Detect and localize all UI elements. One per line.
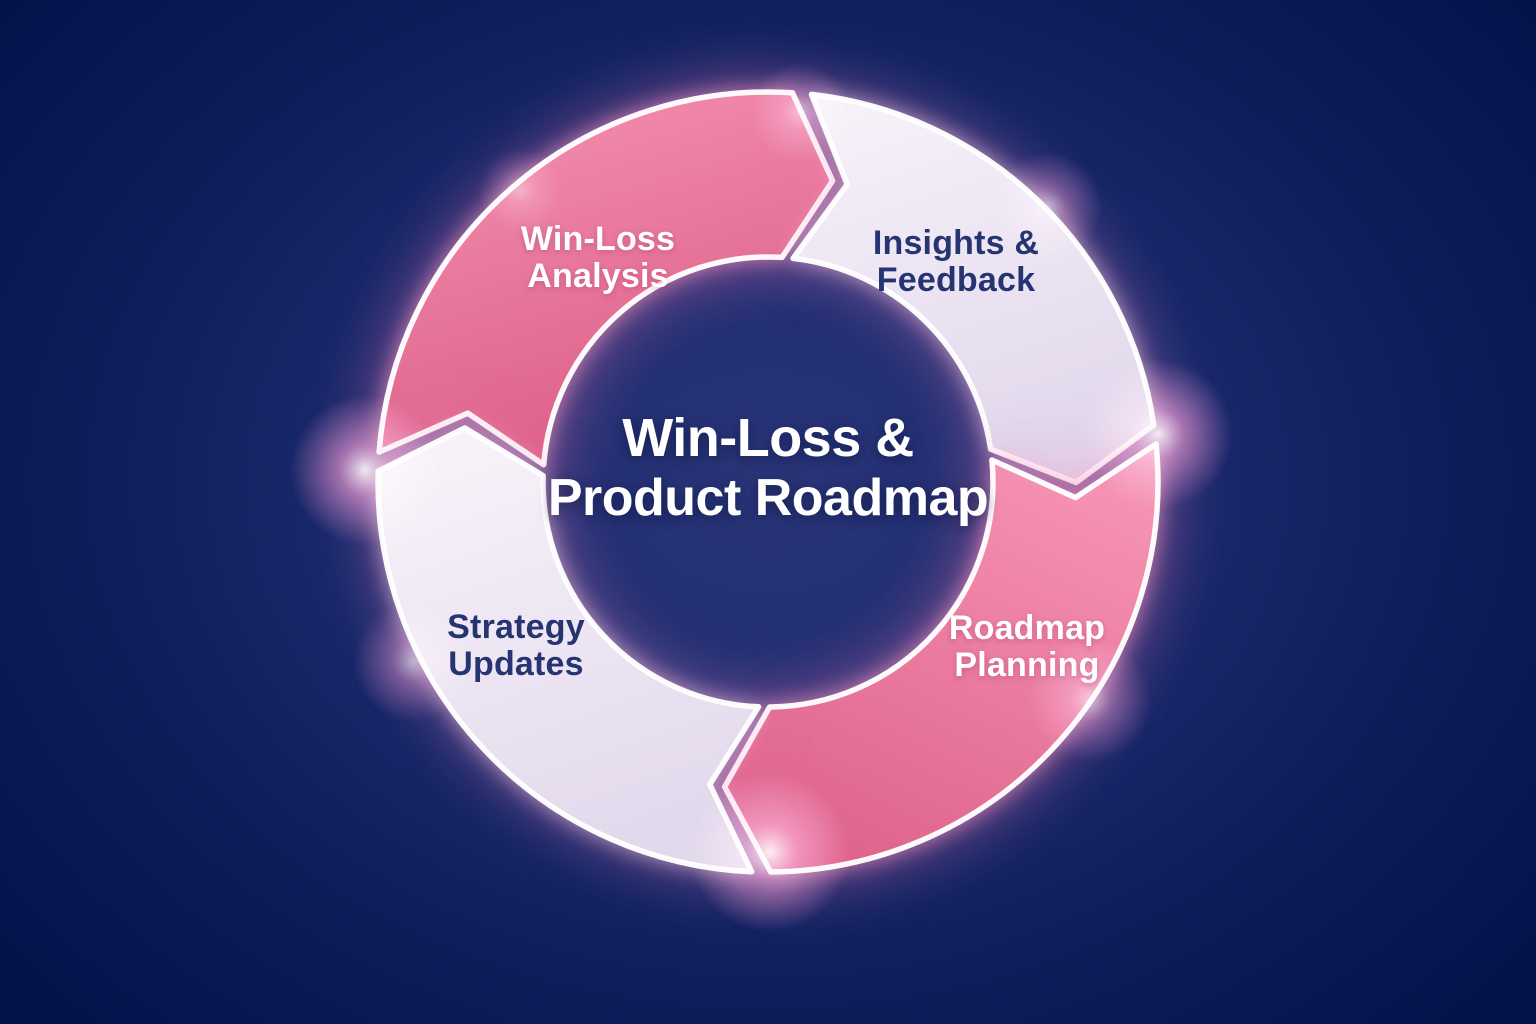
label-line: Updates (448, 645, 584, 683)
label-line: Roadmap (948, 609, 1106, 647)
segment-label-win-loss-analysis: Win-Loss Analysis (521, 221, 675, 295)
segment-label-roadmap-planning: Roadmap Planning (949, 610, 1105, 684)
label-line: Analysis (527, 257, 669, 295)
label-line: Insights & (872, 224, 1040, 262)
glow-spot (1083, 359, 1233, 509)
glow-spot (353, 602, 473, 722)
label-line: Feedback (876, 261, 1036, 299)
glow-spot (478, 148, 562, 232)
glow-spot (992, 152, 1102, 262)
segment-label-insights-feedback: Insights & Feedback (873, 225, 1039, 299)
label-line: Win-Loss (520, 220, 676, 258)
segment-label-strategy-updates: Strategy Updates (447, 609, 585, 683)
center-title-line-2: Product Roadmap (547, 469, 989, 527)
glow-effects (290, 62, 1233, 932)
glow-spot (750, 62, 850, 162)
center-title-line-1: Win-Loss & (622, 408, 914, 468)
glow-spot (1028, 638, 1152, 762)
glow-spot (690, 772, 850, 932)
glow-spot (290, 395, 440, 545)
label-line: Planning (954, 646, 1100, 684)
label-line: Strategy (447, 608, 585, 646)
center-title: Win-Loss & Product Roadmap (547, 408, 989, 528)
